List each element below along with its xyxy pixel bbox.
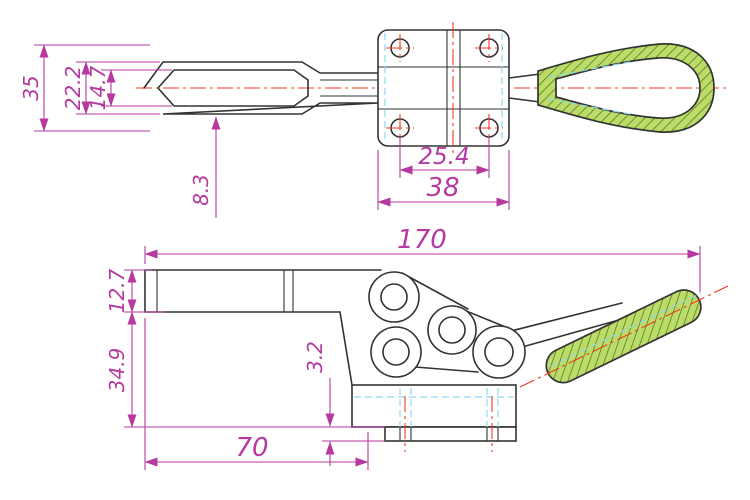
spindle-slot-outline: [156, 69, 309, 107]
pivot-boss: [370, 326, 422, 378]
dim-22-2: 22.2: [61, 61, 160, 115]
mounting-hole: [475, 114, 503, 142]
pivot-pin: [380, 283, 408, 311]
dim-12-7-label: 12.7: [105, 268, 129, 313]
dim-34-9-label: 34.9: [105, 348, 129, 393]
dim-3-2: 3.2: [303, 341, 385, 466]
side-view: 170 12.7 34.9 3.2 70: [105, 225, 729, 470]
toggle-linkage: [368, 271, 729, 388]
dim-170-label: 170: [397, 225, 447, 255]
pivot-pin: [484, 337, 514, 367]
dim-38: 38: [377, 150, 510, 210]
hidden-lever-top: [547, 61, 631, 78]
base-flange: [384, 426, 517, 442]
lever-edge-bottom: [514, 317, 627, 350]
top-view: 35 22.2 14.7 8.3 25.4 38: [19, 22, 730, 218]
lever-edge-top: [506, 302, 623, 333]
handle-grip-top: [508, 43, 715, 133]
pivot-boss: [427, 305, 477, 355]
dim-38-label: 38: [426, 173, 459, 203]
dim-70-label: 70: [235, 433, 268, 463]
base-plate-outline: [377, 29, 510, 147]
lever-edge-bottom: [508, 97, 541, 103]
mounting-hole: [386, 34, 414, 62]
mounting-hole: [475, 34, 503, 62]
dim-14-7: 14.7: [86, 65, 172, 110]
base-plate: [351, 384, 517, 452]
dim-35: 35: [19, 44, 150, 132]
mounting-hole: [386, 114, 414, 142]
dim-14-7-label: 14.7: [86, 65, 110, 110]
clamp-arm: [144, 269, 382, 386]
handle-axis-centerline: [519, 285, 729, 388]
dim-3-2-label: 3.2: [303, 341, 327, 373]
spindle-outer-outline: [143, 61, 379, 115]
spindle-bar: [143, 61, 379, 115]
pivot-boss: [472, 325, 526, 379]
dim-35-label: 35: [19, 75, 43, 100]
hidden-lever-in-grip: [550, 292, 702, 367]
dim-25-4: 25.4: [399, 138, 490, 178]
dim-12-7: 12.7: [105, 268, 165, 313]
pivot-pin: [438, 316, 466, 344]
dim-170: 170: [144, 225, 701, 292]
pivot-boss: [368, 271, 420, 323]
dim-70: 70: [144, 318, 369, 470]
hidden-lever-bottom: [547, 98, 631, 115]
mounting-base: [377, 22, 510, 154]
dim-25-4-label: 25.4: [418, 144, 469, 170]
dim-34-9: 34.9: [105, 311, 348, 428]
dim-8-3-label: 8.3: [189, 174, 213, 206]
body-left-edge: [339, 311, 353, 386]
dim-8-3: 8.3: [189, 116, 221, 218]
pivot-pin: [382, 338, 410, 366]
lever-edge-top: [508, 73, 541, 79]
grip-cross-section: [537, 43, 715, 133]
dim-22-2-label: 22.2: [61, 66, 85, 111]
